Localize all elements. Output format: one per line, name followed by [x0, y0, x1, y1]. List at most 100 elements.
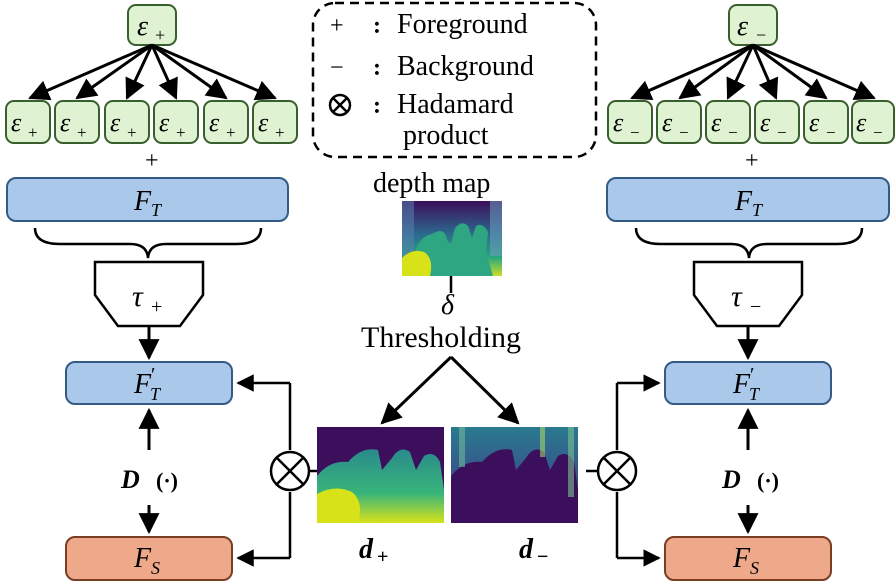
right-hadamard-icon	[596, 450, 638, 492]
foreground-mask-image	[317, 427, 444, 523]
depth-map-image	[402, 201, 502, 276]
right-ft-sub: T	[752, 200, 764, 220]
delta-label: δ	[441, 290, 455, 321]
left-ftprime-box: F ′ T	[65, 361, 233, 405]
left-token: ε +	[54, 100, 100, 144]
right-top-token: ε −	[728, 4, 778, 46]
right-token: ε −	[705, 100, 751, 144]
svg-text:ε: ε	[60, 108, 71, 137]
legend-hadamard-icon	[328, 93, 352, 117]
right-token: ε −	[656, 100, 702, 144]
left-hadamard-icon	[269, 450, 311, 492]
left-ftprime-prime: ′	[151, 364, 155, 386]
svg-text:ε: ε	[11, 108, 22, 137]
left-token: ε +	[104, 100, 150, 144]
thresholding-label: Thresholding	[361, 321, 521, 354]
right-ftprime-box: F ′ T	[664, 361, 832, 405]
left-top-token: ε +	[127, 4, 177, 46]
right-top-sub: −	[756, 25, 766, 45]
svg-text::: :	[373, 13, 381, 39]
right-column: ε − ε − ε − ε −	[586, 4, 895, 581]
legend-symbol-plus: +	[330, 13, 344, 39]
left-ft-box: F T	[6, 177, 289, 222]
left-token: ε +	[252, 100, 298, 144]
svg-text:ε: ε	[711, 108, 722, 137]
svg-text::: :	[373, 93, 381, 119]
left-ft-sub: T	[151, 200, 163, 220]
right-ftprime-label: F	[732, 369, 751, 400]
thresholding-arrows	[380, 355, 520, 425]
right-fs-sub: S	[750, 558, 759, 578]
right-ftprime-prime: ′	[750, 364, 754, 386]
right-top-symbol: ε	[737, 11, 748, 42]
right-tau-pooling: τ −	[692, 260, 804, 328]
background-mask-image	[451, 427, 578, 523]
right-d-arg: (·)	[757, 468, 779, 493]
svg-text:ε: ε	[809, 108, 820, 137]
left-fs-box: F S	[65, 536, 233, 581]
right-token-row: ε − ε − ε − ε − ε −	[607, 100, 895, 144]
svg-text:−: −	[679, 123, 689, 142]
svg-text:ε: ε	[856, 108, 867, 137]
left-d-label: D	[120, 465, 140, 494]
right-tau-sub: −	[750, 296, 761, 318]
left-top-sub: +	[155, 25, 165, 45]
left-ftprime-label: F	[133, 369, 152, 400]
right-token: ε −	[851, 100, 895, 144]
svg-text:ε: ε	[159, 108, 170, 137]
svg-text:ε: ε	[110, 108, 121, 137]
left-token: ε +	[203, 100, 249, 144]
right-brace	[634, 227, 864, 259]
left-tau-sub: +	[151, 296, 162, 318]
right-hadamard-branch	[586, 374, 661, 567]
svg-text:+: +	[127, 123, 137, 142]
dplus-sub: +	[377, 546, 388, 568]
svg-text:+: +	[28, 123, 38, 142]
right-fs-box: F S	[664, 536, 832, 581]
left-brace	[33, 227, 263, 259]
dplus-label: d	[359, 534, 374, 565]
svg-text:−: −	[826, 123, 836, 142]
svg-text:−: −	[777, 123, 787, 142]
left-d-arg: (·)	[156, 468, 178, 493]
right-fs-label: F	[732, 543, 751, 574]
left-column: ε + ε + ε + ε	[5, 4, 320, 581]
svg-text:−: −	[728, 123, 738, 142]
right-ft-box: F T	[606, 177, 890, 222]
svg-text:+: +	[226, 123, 236, 142]
dminus-label: d	[519, 534, 534, 565]
left-token: ε +	[5, 100, 51, 144]
center-column: depth map δ Thresholding d +	[317, 168, 578, 568]
depth-map-label: depth map	[373, 168, 490, 199]
left-top-symbol: ε	[137, 11, 148, 42]
svg-text:−: −	[873, 123, 883, 142]
left-token-row: ε + ε + ε + ε + ε +	[5, 100, 298, 144]
svg-text:+: +	[275, 123, 285, 142]
svg-text:ε: ε	[662, 108, 673, 137]
svg-text::: :	[373, 55, 381, 81]
legend-text-background: Background	[397, 51, 534, 82]
left-tau-label: τ	[132, 280, 144, 313]
left-tau-pooling: τ +	[93, 260, 205, 328]
dminus-sub: −	[537, 546, 548, 568]
right-token: ε −	[607, 100, 653, 144]
legend-text-product: product	[403, 120, 489, 151]
legend-text-foreground: Foreground	[397, 9, 528, 40]
right-ft-label: F	[734, 186, 753, 217]
left-ft-label: F	[133, 186, 152, 217]
svg-text:+: +	[77, 123, 87, 142]
right-token: ε −	[803, 100, 849, 144]
left-fs-sub: S	[151, 558, 160, 578]
legend-symbol-minus: −	[330, 55, 344, 81]
left-fs-label: F	[133, 543, 152, 574]
right-tau-label: τ	[731, 280, 743, 313]
svg-text:−: −	[630, 123, 640, 142]
right-fanout-arrows	[630, 43, 876, 101]
svg-text:+: +	[176, 123, 186, 142]
svg-text:ε: ε	[209, 108, 220, 137]
svg-text:ε: ε	[613, 108, 624, 137]
svg-text:ε: ε	[760, 108, 771, 137]
right-ftprime-sub: T	[749, 384, 761, 404]
left-fanout-arrows	[28, 43, 277, 101]
